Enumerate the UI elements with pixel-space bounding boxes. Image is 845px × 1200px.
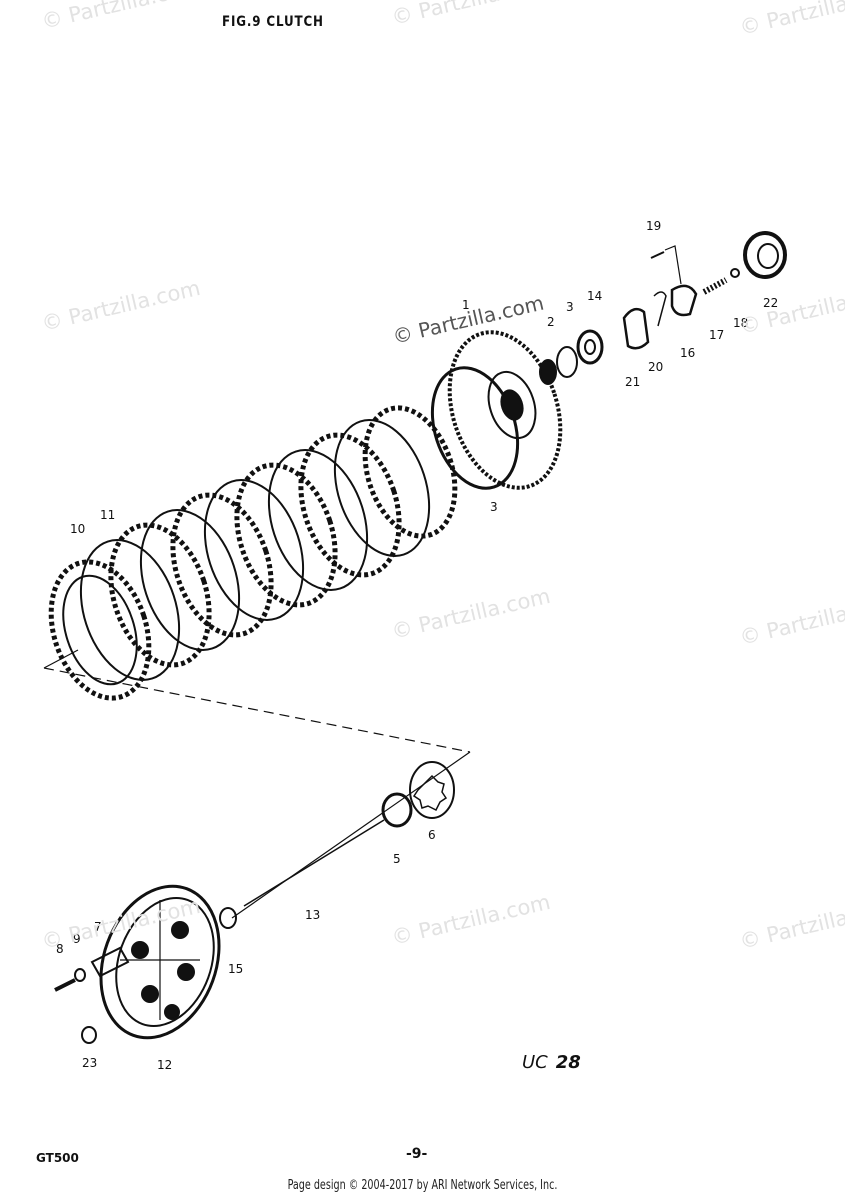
clutch-housing: [430, 330, 563, 490]
callout-13: 13: [305, 908, 321, 922]
callout-8: 8: [56, 942, 64, 956]
callout-1: 1: [462, 298, 470, 312]
callout-19: 19: [646, 219, 662, 233]
clutch-plate-stack: [48, 405, 458, 701]
callout-18: 18: [733, 316, 749, 330]
callout-16: 16: [680, 346, 696, 360]
callout-14: 14: [587, 289, 603, 303]
callout-23: 23: [82, 1056, 98, 1070]
figure-title: FIG.9 CLUTCH: [222, 14, 324, 30]
callout-3b: 3: [490, 500, 498, 514]
callout-22: 22: [763, 296, 779, 310]
callout-17: 17: [709, 328, 725, 342]
callout-6: 6: [428, 828, 436, 842]
callout-11: 11: [100, 508, 116, 522]
callout-9: 9: [73, 932, 81, 946]
drawing-code-prefix: UC: [522, 1052, 548, 1073]
callout-5: 5: [393, 852, 401, 866]
pressure-plate: [99, 884, 221, 1040]
page-number: -9-: [406, 1146, 428, 1162]
callout-3a: 3: [566, 300, 574, 314]
model-label: GT500: [36, 1151, 79, 1165]
drawing-code: UC 28: [522, 1052, 581, 1073]
callout-12: 12: [157, 1058, 173, 1072]
callout-20: 20: [648, 360, 664, 374]
callout-10: 10: [70, 522, 86, 536]
callout-21: 21: [625, 375, 641, 389]
copyright-credit: Page design © 2004-2017 by ARI Network S…: [287, 1178, 558, 1193]
callout-2: 2: [547, 315, 555, 329]
callout-7: 7: [94, 920, 102, 934]
callout-15: 15: [228, 962, 244, 976]
drawing-code-number: 28: [555, 1052, 581, 1073]
